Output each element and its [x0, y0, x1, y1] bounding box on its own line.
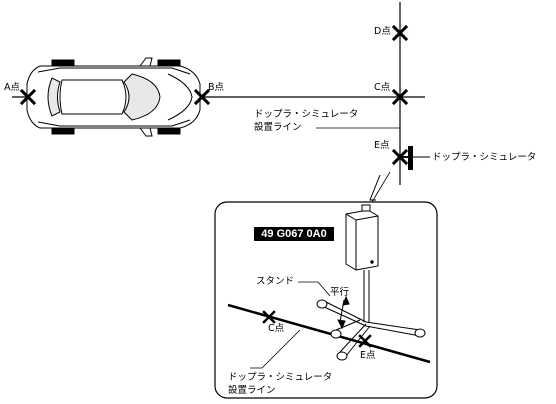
label-detail-install-line-2: 設置ライン	[228, 385, 276, 396]
point-a-mark	[19, 88, 37, 106]
label-detail-install-line-1: ドップラ・シミュレータ	[228, 372, 333, 383]
detail-point-e-mark	[358, 334, 372, 348]
parallel-indicator	[337, 295, 350, 330]
label-point-b: B点	[208, 82, 225, 93]
detail-install-leader	[250, 329, 301, 369]
point-c-mark	[391, 88, 409, 106]
vehicle-top-view	[26, 57, 201, 137]
label-install-line-2: 設置ライン	[254, 122, 302, 133]
detail-ground-line	[227, 303, 431, 364]
label-point-c: C点	[374, 82, 391, 93]
label-doppler-simulator: ドップラ・シミュレータ	[432, 152, 537, 163]
label-parallel: 平行	[330, 287, 350, 298]
point-d-mark	[391, 24, 409, 42]
part-number-label: 49 G067 0A0	[254, 227, 334, 241]
label-point-a: A点	[4, 82, 20, 93]
point-b-mark	[193, 88, 211, 106]
label-point-d: D点	[374, 26, 391, 37]
label-install-line-1: ドップラ・シミュレータ	[254, 109, 359, 120]
detail-point-c-mark	[262, 310, 276, 324]
label-detail-point-e: E点	[360, 350, 376, 361]
doppler-simulator-symbol	[400, 146, 430, 170]
stand-leader	[298, 281, 331, 297]
stand-drawing	[316, 204, 426, 361]
label-stand: スタンド	[256, 276, 295, 287]
callout-pointer	[369, 174, 381, 201]
label-detail-point-c: C点	[268, 323, 285, 334]
label-point-e: E点	[374, 140, 390, 151]
